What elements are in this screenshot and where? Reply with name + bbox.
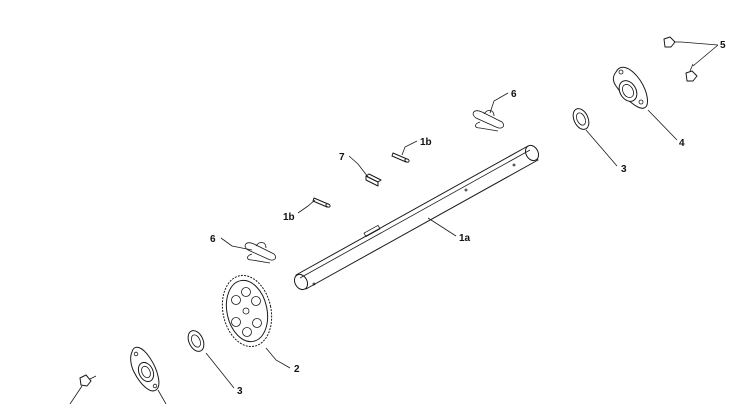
callout-hairpin-upper: 6 — [511, 89, 517, 100]
callout-key: 7 — [339, 152, 345, 163]
key-part — [365, 173, 382, 187]
callout-washer-right: 3 — [621, 164, 627, 175]
washer-right-part — [572, 108, 590, 130]
hairpin-upper-part — [472, 110, 504, 132]
callout-pin-upper: 1b — [420, 137, 432, 148]
hairpin-lower-part — [244, 242, 276, 264]
callout-bolts: 5 — [720, 40, 726, 51]
shaft-part — [293, 144, 540, 291]
leader-lines — [69, 41, 719, 404]
pin-lower-part — [312, 197, 331, 208]
gear-part — [221, 274, 273, 348]
bolts-part — [79, 36, 698, 387]
callout-washer-left: 3 — [237, 386, 243, 397]
bearing-flange-right-part — [612, 66, 648, 109]
callout-gear: 2 — [294, 364, 300, 375]
callout-bearing-flange: 4 — [679, 138, 685, 149]
callout-shaft: 1a — [459, 233, 471, 244]
callout-hairpin-lower: 6 — [210, 234, 216, 245]
callout-pin-lower: 1b — [283, 212, 295, 223]
callout-labels: 5 4 3 6 1b 7 1b 1a 6 2 3 — [210, 40, 726, 397]
pin-upper-part — [391, 152, 410, 163]
washer-left-part — [187, 330, 205, 352]
bearing-flange-left-part — [130, 346, 160, 392]
